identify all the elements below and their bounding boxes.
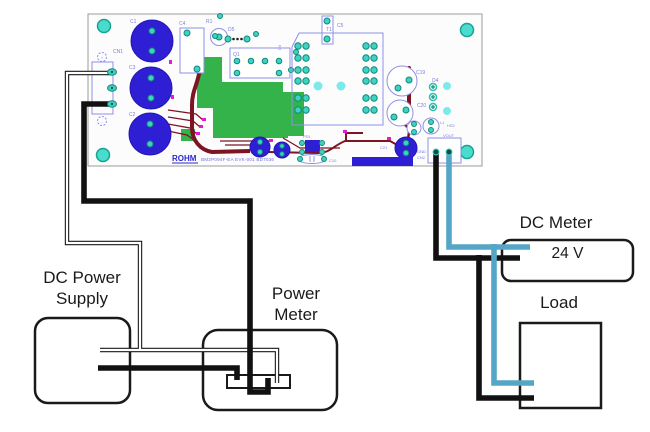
cn1-minus-mark: - xyxy=(101,119,103,124)
gnd-label: GND xyxy=(417,149,426,154)
pcb: + - CN1 C1 C3 C2 C4 R1 D5 xyxy=(87,13,483,167)
t1-pads xyxy=(294,42,378,114)
vout-label: VOUT xyxy=(443,133,455,138)
c2-label: C2 xyxy=(129,112,136,118)
vout-wire-to-load xyxy=(491,244,534,386)
c4-label: C4 xyxy=(179,21,186,27)
l1-label: L1 xyxy=(440,120,445,125)
connector-pads xyxy=(107,68,453,156)
wiring xyxy=(64,68,534,401)
c21-label: C21 xyxy=(380,145,388,150)
vout-wire-to-dc-meter xyxy=(446,152,530,250)
transformer-t1: T1 xyxy=(291,27,384,126)
r1-label: R1 xyxy=(206,19,213,25)
equipment-boxes xyxy=(33,238,635,412)
q1-label: Q1 xyxy=(233,52,240,58)
hs2-label: HS2 xyxy=(447,123,456,128)
power-meter-shunt xyxy=(226,374,291,389)
pd1-label: PD1 xyxy=(303,134,312,139)
load-label: Load xyxy=(540,293,578,312)
c19-label: C19 xyxy=(416,70,425,76)
power-meter-label: Power Meter xyxy=(246,283,346,325)
load-box xyxy=(518,321,603,410)
cn2-label: CN2 xyxy=(417,155,426,160)
rohm-logo: ROHM xyxy=(172,154,197,163)
c5-label: C5 xyxy=(337,23,344,29)
dc-power-supply-label-line1: DC Power xyxy=(43,268,121,287)
dc-meter-label: DC Meter xyxy=(519,213,593,232)
dc-power-supply-label: DC Power Supply xyxy=(17,267,147,309)
c1-label: C1 xyxy=(130,19,137,25)
d3-label: D3 xyxy=(277,44,282,50)
silkscreen-text: BM2P094F-EA EVK-001 BD7036 xyxy=(201,157,274,162)
c10-label: C10 xyxy=(329,158,337,163)
pcb-silkscreen: ROHM BM2P094F-EA EVK-001 BD7036 xyxy=(172,154,274,164)
c3-label: C3 xyxy=(129,65,136,71)
c20-label: C20 xyxy=(417,103,426,109)
cn1-label: CN1 xyxy=(113,49,123,55)
bottom-components: PD1 C10 xyxy=(249,134,413,166)
d5-label: D5 xyxy=(228,27,235,33)
supply-to-shunt-wire xyxy=(98,365,240,380)
pcb-mount-holes xyxy=(95,18,475,163)
bulk-capacitors: C1 C3 C2 xyxy=(128,19,174,156)
d4-label: D4 xyxy=(432,78,439,84)
blue-bar-component xyxy=(352,157,413,166)
power-meter-label-line2: Meter xyxy=(274,305,318,324)
dc-meter-value: 24 V xyxy=(551,245,584,262)
top-components: C4 R1 D5 Q1 C5 D3 xyxy=(179,13,344,79)
power-meter-label-line1: Power xyxy=(271,284,321,303)
gnd-wire-to-load xyxy=(476,255,534,401)
cn1-plus-mark: + xyxy=(101,55,104,60)
dc-power-supply-label-line2: Supply xyxy=(56,289,108,308)
dc-power-supply-box xyxy=(33,316,132,405)
cn1-to-power-meter-wire xyxy=(81,101,271,395)
t1-label: T1 xyxy=(326,27,332,33)
